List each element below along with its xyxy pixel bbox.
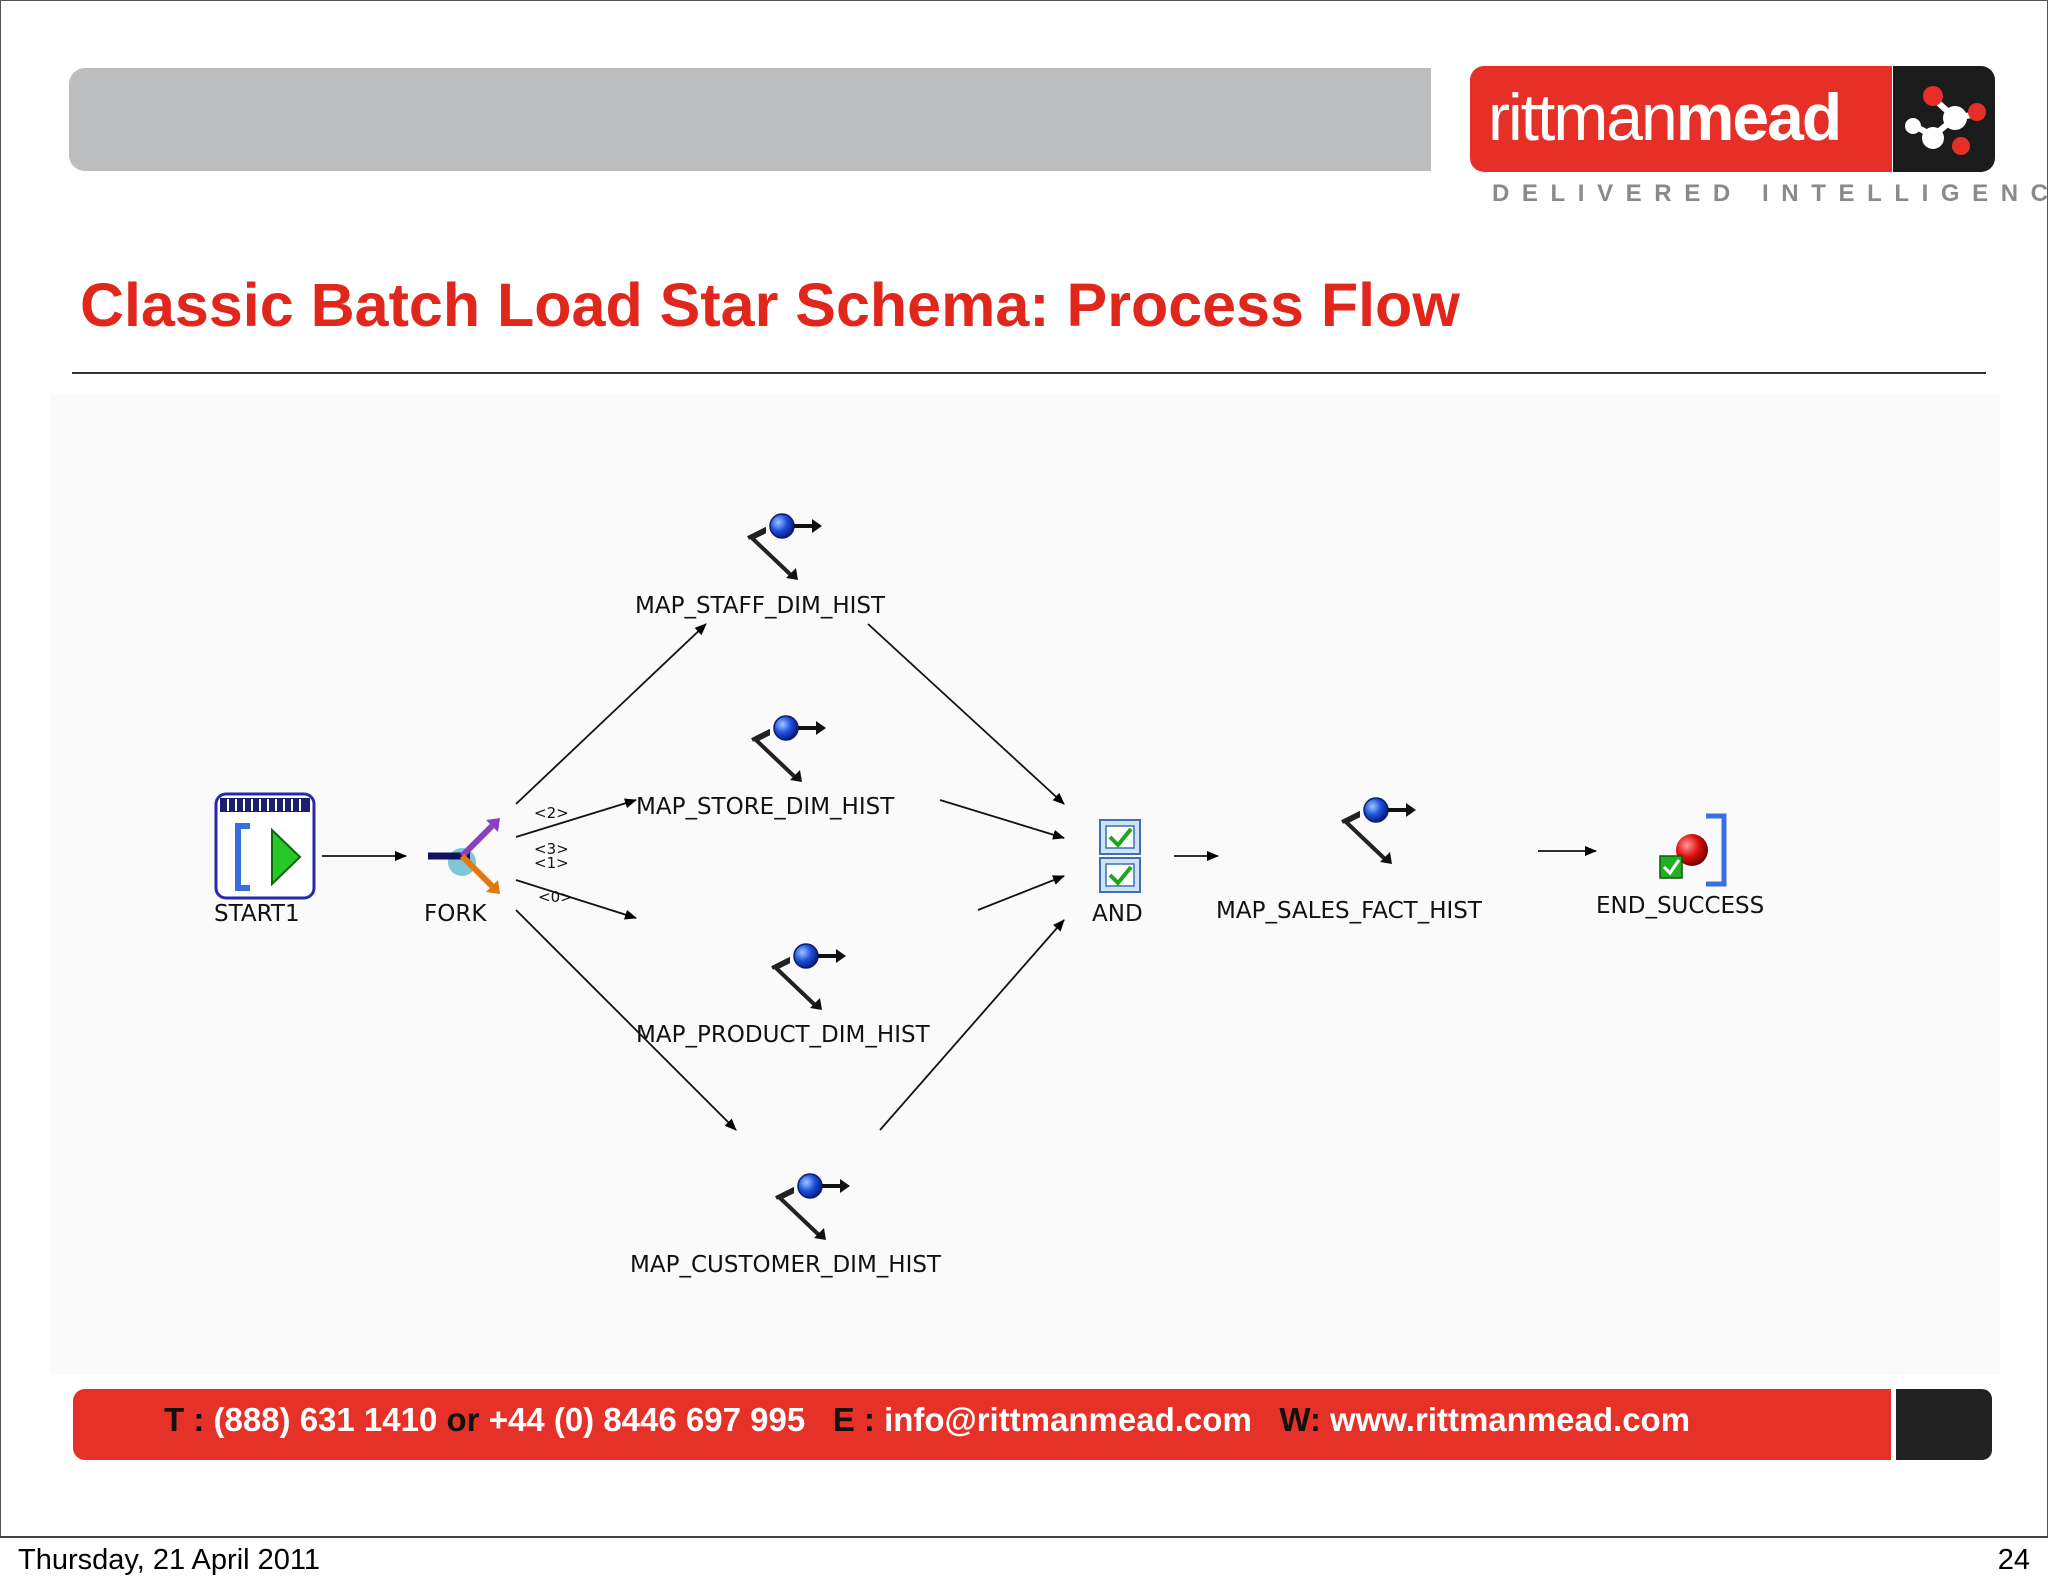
mapping-icon — [750, 714, 828, 784]
node-start1[interactable]: START1 — [214, 792, 316, 927]
edge-store-and — [939, 799, 1065, 840]
mapping-icon — [746, 512, 824, 582]
node-end-success[interactable]: END_SUCCESS — [1596, 813, 1764, 919]
logo-wordmark: rittmanmead — [1488, 84, 1842, 150]
node-map-product[interactable]: MAP_PRODUCT_DIM_HIST — [636, 942, 931, 1048]
edge-label-2: <2> — [534, 804, 569, 822]
edge-fork-product — [515, 879, 637, 920]
edge-customer-and — [879, 919, 1065, 1131]
node-label-end: END_SUCCESS — [1596, 893, 1764, 919]
start-icon — [214, 792, 316, 900]
node-label-sales: MAP_SALES_FACT_HIST — [1216, 898, 1483, 924]
edge-label-1: <1> — [534, 854, 569, 872]
edge-labels: <2> <3> <1> <0> — [534, 804, 573, 906]
node-and[interactable]: AND — [1092, 819, 1143, 927]
node-map-sales-fact[interactable]: MAP_SALES_FACT_HIST — [1216, 796, 1483, 924]
phone-us: (888) 631 1410 — [213, 1401, 438, 1438]
page-divider — [0, 1536, 2048, 1538]
footer-bar — [73, 1389, 1891, 1460]
web-label: W: — [1279, 1401, 1331, 1438]
mapping-icon — [1340, 796, 1418, 866]
page-number: 24 — [1997, 1544, 2030, 1576]
diagram-canvas — [50, 395, 2000, 1375]
node-label-product: MAP_PRODUCT_DIM_HIST — [636, 1022, 931, 1048]
fork-icon — [428, 818, 500, 894]
node-label-fork: FORK — [424, 901, 487, 927]
node-label-and: AND — [1092, 901, 1143, 927]
logo — [1470, 66, 1892, 172]
node-map-staff[interactable]: MAP_STAFF_DIM_HIST — [635, 512, 886, 619]
node-fork[interactable]: FORK — [424, 818, 500, 927]
title-divider — [72, 372, 1986, 374]
node-map-store[interactable]: MAP_STORE_DIM_HIST — [636, 714, 895, 820]
node-map-customer[interactable]: MAP_CUSTOMER_DIM_HIST — [630, 1172, 942, 1278]
page-title: Classic Batch Load Star Schema: Process … — [80, 271, 1460, 339]
node-label-staff: MAP_STAFF_DIM_HIST — [635, 593, 886, 619]
edge-product-and — [977, 875, 1065, 911]
edges — [322, 623, 1597, 1131]
edge-fork-customer — [515, 909, 737, 1131]
node-label-store: MAP_STORE_DIM_HIST — [636, 794, 895, 820]
edge-label-3: <3> — [534, 840, 569, 858]
end-success-icon — [1659, 813, 1727, 887]
mapping-icon — [770, 942, 848, 1012]
phone-uk: +44 (0) 8446 697 995 — [488, 1401, 806, 1438]
or-text: or — [437, 1401, 489, 1438]
contact-line: T : (888) 631 1410 or +44 (0) 8446 697 9… — [164, 1397, 1690, 1443]
mapping-icon — [774, 1172, 852, 1242]
molecule-icon — [1893, 66, 1995, 172]
logo-bold-text: mead — [1675, 80, 1842, 154]
footer-dark-block — [1896, 1389, 1992, 1460]
phone-label: T : — [164, 1401, 214, 1438]
node-label-customer: MAP_CUSTOMER_DIM_HIST — [630, 1252, 942, 1278]
slide-date: Thursday, 21 April 2011 — [18, 1544, 320, 1576]
edge-label-0: <0> — [538, 888, 573, 906]
header-bar — [69, 68, 1431, 171]
edge-fork-store — [515, 798, 637, 838]
edge-staff-and — [867, 623, 1065, 805]
node-label-start1: START1 — [214, 901, 300, 927]
checklist-icon — [1099, 819, 1141, 893]
email-link[interactable]: info@rittmanmead.com — [884, 1401, 1252, 1438]
tagline: DELIVERED INTELLIGENCE — [1492, 180, 2048, 207]
web-link[interactable]: www.rittmanmead.com — [1330, 1401, 1691, 1438]
edge-fork-staff — [515, 623, 707, 805]
logo-light-text: rittman — [1488, 80, 1678, 154]
email-label: E : — [832, 1401, 885, 1438]
